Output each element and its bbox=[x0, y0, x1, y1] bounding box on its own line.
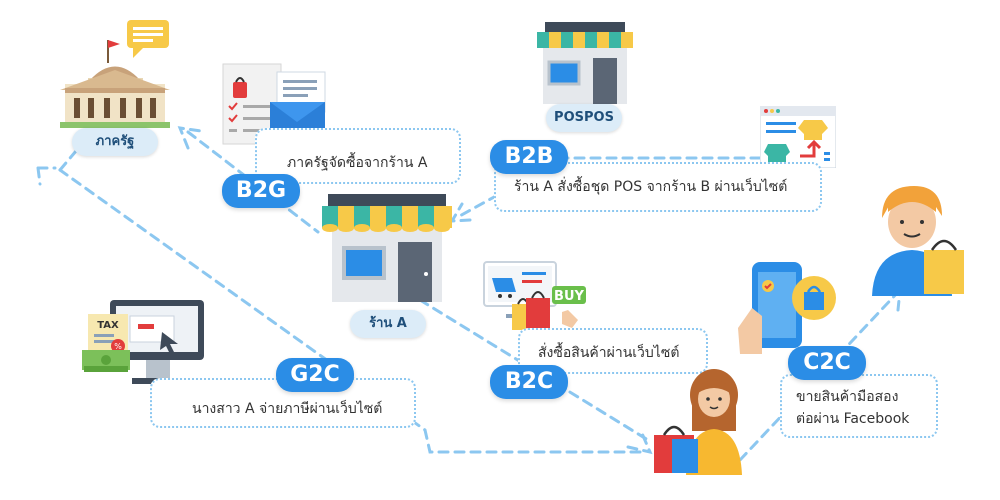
web-shop-icon bbox=[760, 106, 836, 168]
shop-a-icon bbox=[322, 194, 452, 302]
c2c-caption-line1: ขายสินค้ามือสอง bbox=[796, 389, 899, 405]
shop-a-label: ร้าน A bbox=[350, 310, 426, 338]
b2g-arrow bbox=[177, 126, 203, 150]
tax-doc-text: TAX bbox=[97, 320, 119, 331]
chat-bubble-icon bbox=[127, 20, 169, 58]
g2c-arrow bbox=[36, 166, 57, 186]
c2c-badge: C2C bbox=[788, 346, 866, 380]
pospos-label: POSPOS bbox=[546, 104, 622, 132]
g2c-caption-text: นางสาว A จ่ายภาษีผ่านเว็บไซต์ bbox=[192, 401, 383, 417]
b2g-caption: ภาครัฐจัดซื้อจากร้าน A bbox=[255, 128, 461, 184]
customer-man-icon bbox=[872, 186, 964, 296]
b2b-caption-text: ร้าน A สั่งซื้อชุด POS จากร้าน B ผ่านเว็… bbox=[514, 179, 788, 195]
c2c-caption-line2: ต่อผ่าน Facebook bbox=[796, 411, 910, 427]
b2c-arrow bbox=[626, 429, 653, 455]
g2c-caption: นางสาว A จ่ายภาษีผ่านเว็บไซต์ bbox=[150, 378, 416, 428]
tax-computer-icon: TAX % bbox=[82, 300, 204, 384]
b2g-caption-text: ภาครัฐจัดซื้อจากร้าน A bbox=[287, 155, 428, 171]
g2c-badge: G2C bbox=[276, 358, 354, 392]
b2g-badge: B2G bbox=[222, 174, 300, 208]
purchase-document-icon bbox=[222, 63, 326, 145]
b2c-caption-text: สั่งซื้อสินค้าผ่านเว็บไซต์ bbox=[538, 345, 680, 361]
pospos-shop-icon bbox=[537, 22, 633, 104]
b2c-badge: B2C bbox=[490, 365, 568, 399]
government-building-icon bbox=[60, 40, 170, 128]
svg-text:%: % bbox=[114, 342, 122, 351]
customer-woman-icon bbox=[654, 369, 742, 475]
b2b-badge: B2B bbox=[490, 140, 568, 174]
g2c-line bbox=[58, 168, 642, 454]
b2b-arrow bbox=[449, 202, 472, 223]
online-shopping-icon: BUY bbox=[483, 261, 586, 330]
buy-tag-text: BUY bbox=[554, 289, 584, 304]
c2c-caption: ขายสินค้ามือสอง ต่อผ่าน Facebook bbox=[780, 374, 938, 438]
government-label: ภาครัฐ bbox=[72, 128, 158, 156]
mobile-shopping-icon bbox=[738, 262, 836, 354]
